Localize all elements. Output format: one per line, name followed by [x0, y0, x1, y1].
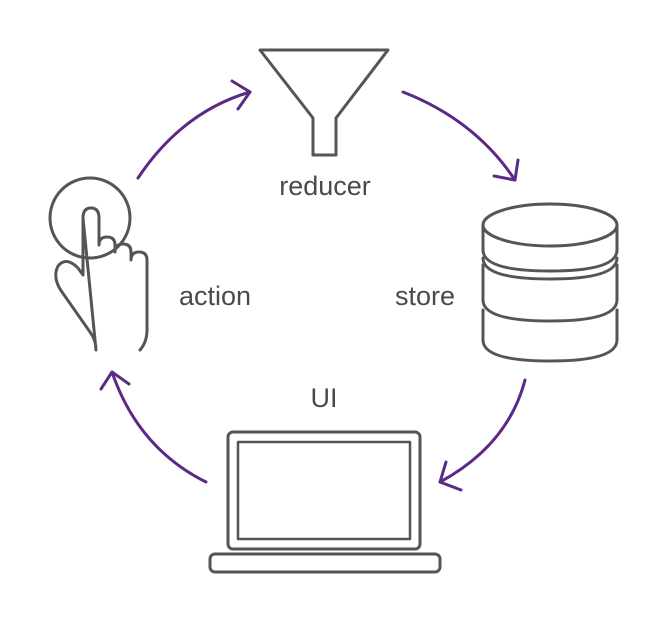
arrow-reducer-to-store [401, 90, 520, 182]
arrow-ui-to-action [99, 370, 208, 484]
action-label: action [179, 281, 251, 311]
ui-label: UI [311, 383, 338, 413]
store-label: store [395, 281, 455, 311]
reducer-label: reducer [279, 171, 371, 201]
cycle-arrows [99, 79, 527, 492]
funnel-icon [258, 48, 390, 157]
database-icon [481, 202, 619, 363]
hand-pointer-icon [48, 176, 149, 352]
arrow-action-to-reducer [136, 79, 252, 180]
laptop-icon [208, 430, 442, 574]
arrow-store-to-ui [438, 378, 527, 492]
